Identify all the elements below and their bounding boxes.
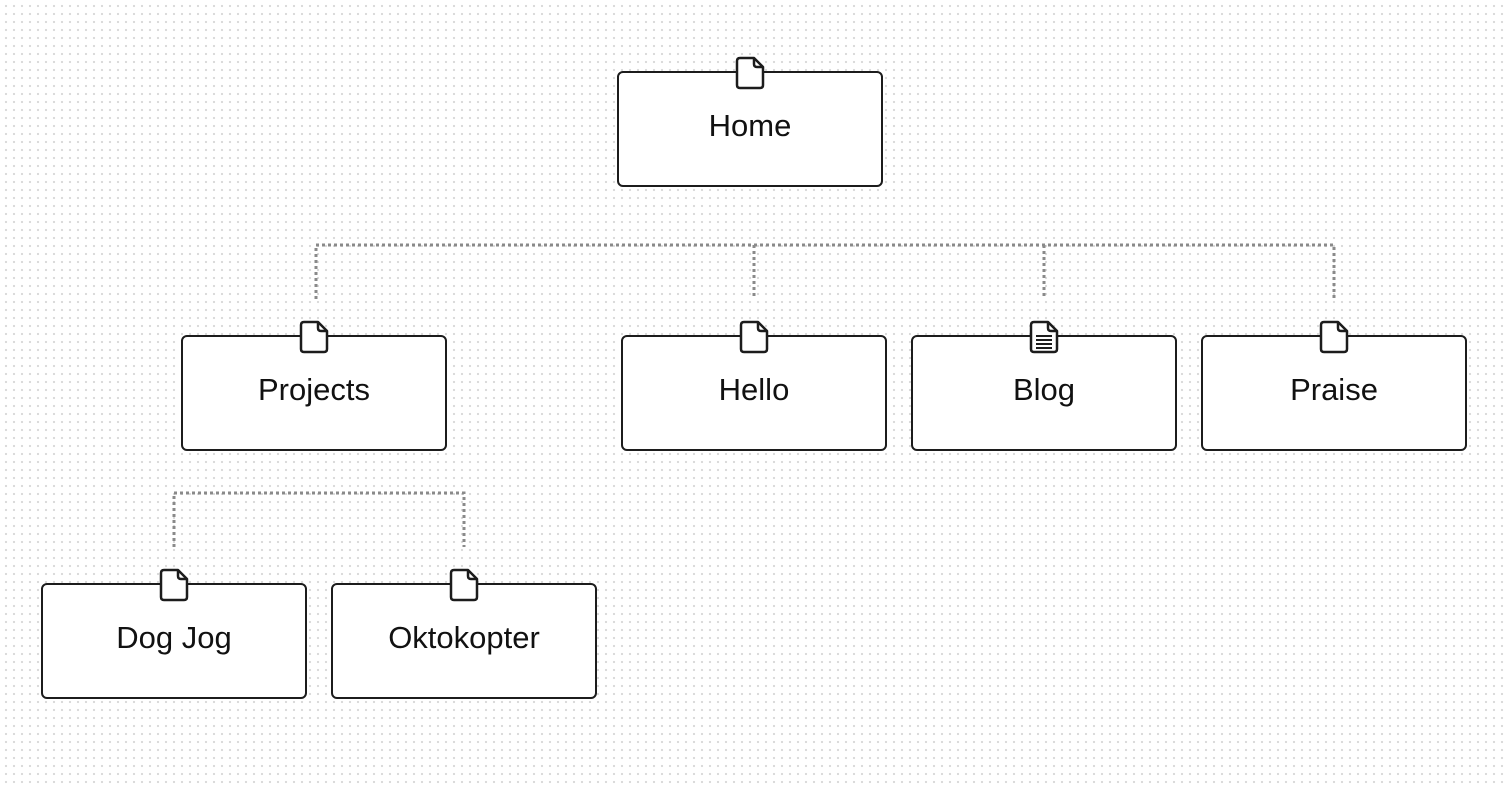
node-label: Blog [1012,372,1076,407]
node-projects[interactable]: Projects [181,320,447,451]
node-home[interactable]: Home [617,56,883,187]
page-icon [298,319,330,355]
connector-home-children [314,243,1336,299]
node-label: Oktokopter [388,620,540,655]
page-icon [448,567,480,603]
node-label: Praise [1290,372,1378,407]
node-oktokopter[interactable]: Oktokopter [331,568,597,699]
page-icon [1318,319,1350,355]
document-lines-icon [1028,319,1060,355]
page-icon [734,55,766,91]
page-icon [158,567,190,603]
node-label: Projects [258,372,370,407]
node-blog[interactable]: Blog [911,320,1177,451]
connector-projects-children [172,491,466,547]
node-label: Dog Jog [116,620,232,655]
node-label: Hello [718,372,790,407]
node-praise[interactable]: Praise [1201,320,1467,451]
node-label: Home [708,108,792,143]
node-hello[interactable]: Hello [621,320,887,451]
page-icon [738,319,770,355]
node-dog-jog[interactable]: Dog Jog [41,568,307,699]
